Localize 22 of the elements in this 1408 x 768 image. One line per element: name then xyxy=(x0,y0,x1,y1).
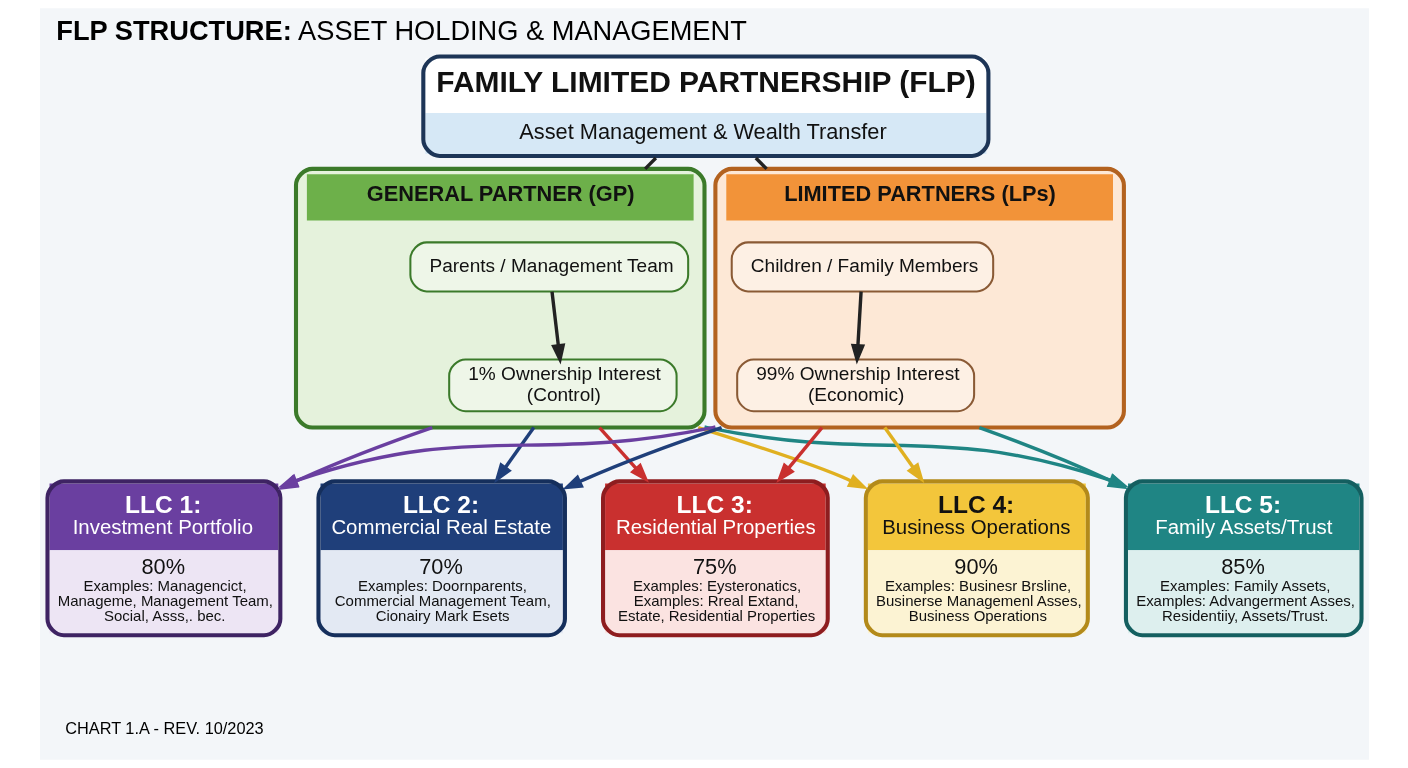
arrow xyxy=(549,291,565,365)
node-box: LLC 3: Residential Properties 75% Examples: Eysteronatics, Examples: Rreal Extand, Estate, Residential Properties xyxy=(600,479,830,638)
arrow xyxy=(561,425,722,490)
arrow xyxy=(697,425,868,490)
arrow xyxy=(775,426,823,483)
node-box: Parents / Management Team xyxy=(408,241,689,293)
node-box: Children / Family Members xyxy=(730,241,994,293)
node-box: LLC 1: Investment Portfolio 80% Examples: Managencict, Manageme, Management Team, Social, Asss,. bec. xyxy=(44,479,282,638)
node-box: LLC 5: Family Assets/Trust 85% Examples: Family Assets, Examples: Advangerment Asses, Residentiiy, Assets/Trust. xyxy=(1123,479,1364,638)
node-box: FAMILY LIMITED PARTNERSHIP (FLP) Asset Management & Wealth Transfer xyxy=(420,54,990,158)
connector xyxy=(754,156,768,171)
arrow xyxy=(850,291,865,365)
node-box: 1% Ownership Interest (Control) xyxy=(447,358,678,413)
node-box: LLC 2: Commercial Real Estate 70% Examples: Doornparents, Commercial Management Team, Cionairy Mark Esets xyxy=(315,479,567,638)
node-box: 99% Ownership Interest (Economic) xyxy=(735,358,975,413)
node-box: LLC 4: Business Operations 90% Examples: Businesr Brsline, Businerse Managemenl Asses, Business Operations xyxy=(863,479,1090,638)
arrow xyxy=(597,426,649,483)
diagram-title: FLP STRUCTURE: ASSET HOLDING & MANAGEMENT xyxy=(55,14,747,46)
connector xyxy=(643,156,657,171)
arrow xyxy=(882,426,924,484)
arrow xyxy=(493,426,535,484)
label: CHART 1.A - REV. 10/2023 xyxy=(64,719,264,738)
